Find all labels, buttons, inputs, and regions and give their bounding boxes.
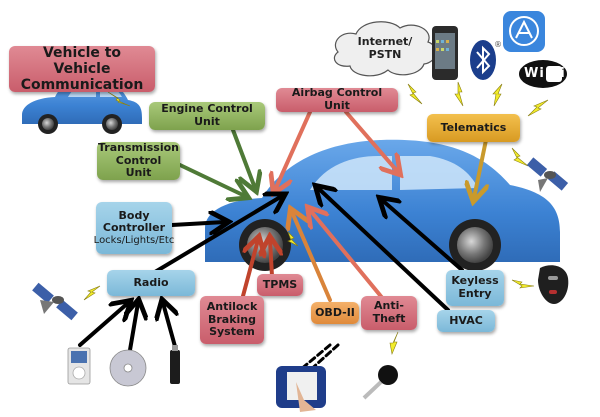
- lightning-icon: [511, 279, 535, 289]
- internet-pstn-label: Internet/ PSTN: [350, 35, 420, 61]
- anti-theft-label-line2: Theft: [372, 312, 406, 325]
- tpms-label: TPMS: [262, 277, 298, 291]
- registered-text: ®: [494, 40, 502, 49]
- bluetooth-icon: [470, 40, 496, 80]
- hvac-box: HVAC: [437, 310, 495, 332]
- lightning-icon: [407, 83, 423, 105]
- registered-mark: ®: [494, 40, 502, 49]
- abs-label-line1: Antilock: [206, 300, 258, 314]
- lightning-icon: [527, 99, 549, 117]
- arrow-usb-to-radio: [163, 303, 176, 352]
- lightning-icon: [492, 83, 503, 107]
- abs-label-line2: Braking: [207, 312, 257, 326]
- wifi-text-value: Wi Fi: [524, 66, 566, 81]
- usb-drive-icon: [170, 345, 180, 384]
- transmission-label-line1: Transmission: [98, 141, 180, 155]
- arrow-body-to-car: [170, 222, 225, 225]
- tpms-box: TPMS: [257, 274, 303, 296]
- arrow-obd-to-car: [292, 212, 332, 302]
- car-hubcap-rear: [457, 227, 493, 263]
- arrow-airbag-to-car-rear: [344, 110, 398, 172]
- satellite-icon: [526, 157, 569, 192]
- lightning-icon: [454, 81, 464, 107]
- body-controller-label-line2: Controller: [102, 221, 166, 235]
- cd-icon: [109, 349, 147, 387]
- obd-ii-label: OBD-II: [315, 305, 355, 319]
- arrow-telematics-to-car: [474, 138, 486, 198]
- arrow-keyless-to-car: [382, 200, 464, 272]
- car-window-front: [310, 156, 392, 190]
- hvac-label: HVAC: [449, 313, 483, 327]
- transmission-control-unit-box: Transmission Control Unit: [97, 141, 180, 180]
- radio-label: Radio: [133, 275, 169, 289]
- car-key-icon: [362, 365, 398, 400]
- arrow-cd-to-radio: [130, 303, 138, 352]
- engine-control-unit-label: Engine Control Unit: [161, 102, 253, 128]
- arrow-ipod-to-radio: [78, 303, 128, 347]
- v2v-label: Vehicle to Vehicle Communication: [20, 44, 144, 94]
- key-fob-icon: [538, 265, 569, 304]
- body-controller-label-line1: Body: [118, 208, 150, 222]
- airbag-control-unit-label: Airbag Control Unit: [291, 86, 383, 112]
- lightning-icon: [389, 331, 399, 356]
- arrow-antitheft-to-car: [310, 210, 386, 302]
- arrows: [78, 110, 486, 374]
- arrow-radio-to-car: [153, 196, 282, 274]
- cloud-label-line2: PSTN: [368, 47, 402, 61]
- satellite-icon: [32, 282, 78, 321]
- lightning-icon: [287, 231, 299, 247]
- airbag-control-unit-box: Airbag Control Unit: [276, 86, 398, 112]
- cloud-label-line1: Internet/: [357, 35, 413, 48]
- radio-box: Radio: [107, 270, 195, 296]
- keyless-entry-label-line1: Keyless: [451, 274, 499, 288]
- obd-ii-box: OBD-II: [311, 302, 359, 324]
- keyless-entry-label-line2: Entry: [458, 287, 492, 300]
- car-window-rear: [400, 156, 478, 190]
- lightning-icon: [107, 91, 131, 107]
- car-main: [205, 139, 560, 271]
- antilock-braking-system-box: Antilock Braking System: [200, 296, 264, 344]
- arrow-abs-to-car: [241, 240, 258, 298]
- smartphone-icon: [432, 26, 458, 80]
- anti-theft-label-line1: Anti-: [374, 299, 404, 313]
- body-controller-sublabel: Locks/Lights/Etc: [93, 234, 175, 246]
- transmission-label-line2: Control Unit: [115, 153, 162, 180]
- wifi-icon: [519, 60, 567, 88]
- wifi-text: Wi Fi: [524, 66, 566, 81]
- lightning-icon: [83, 285, 101, 301]
- abs-label-line3: System: [209, 325, 255, 339]
- body-controller-box: Body Controller Locks/Lights/Etc: [93, 202, 175, 254]
- arrow-hvac-to-car: [318, 188, 450, 312]
- telematics-label: Telematics: [440, 120, 507, 134]
- telematics-box: Telematics: [427, 114, 520, 142]
- engine-control-unit-box: Engine Control Unit: [149, 102, 265, 130]
- arrow-tpms-to-car: [270, 240, 272, 278]
- app-store-icon: [503, 11, 545, 52]
- keyless-entry-box: Keyless Entry: [446, 270, 504, 306]
- v2v-box: Vehicle to Vehicle Communication: [9, 44, 155, 94]
- anti-theft-box: Anti- Theft: [361, 296, 417, 330]
- obd-cable: [298, 343, 332, 372]
- lightning-icon: [511, 147, 529, 167]
- arrow-tcu-to-car: [178, 163, 245, 196]
- diagnostic-scanner-icon: [276, 366, 326, 412]
- media-player-icon: [67, 347, 91, 385]
- arrow-airbag-to-car-front: [275, 110, 312, 190]
- arrow-ecu-to-car: [231, 128, 255, 188]
